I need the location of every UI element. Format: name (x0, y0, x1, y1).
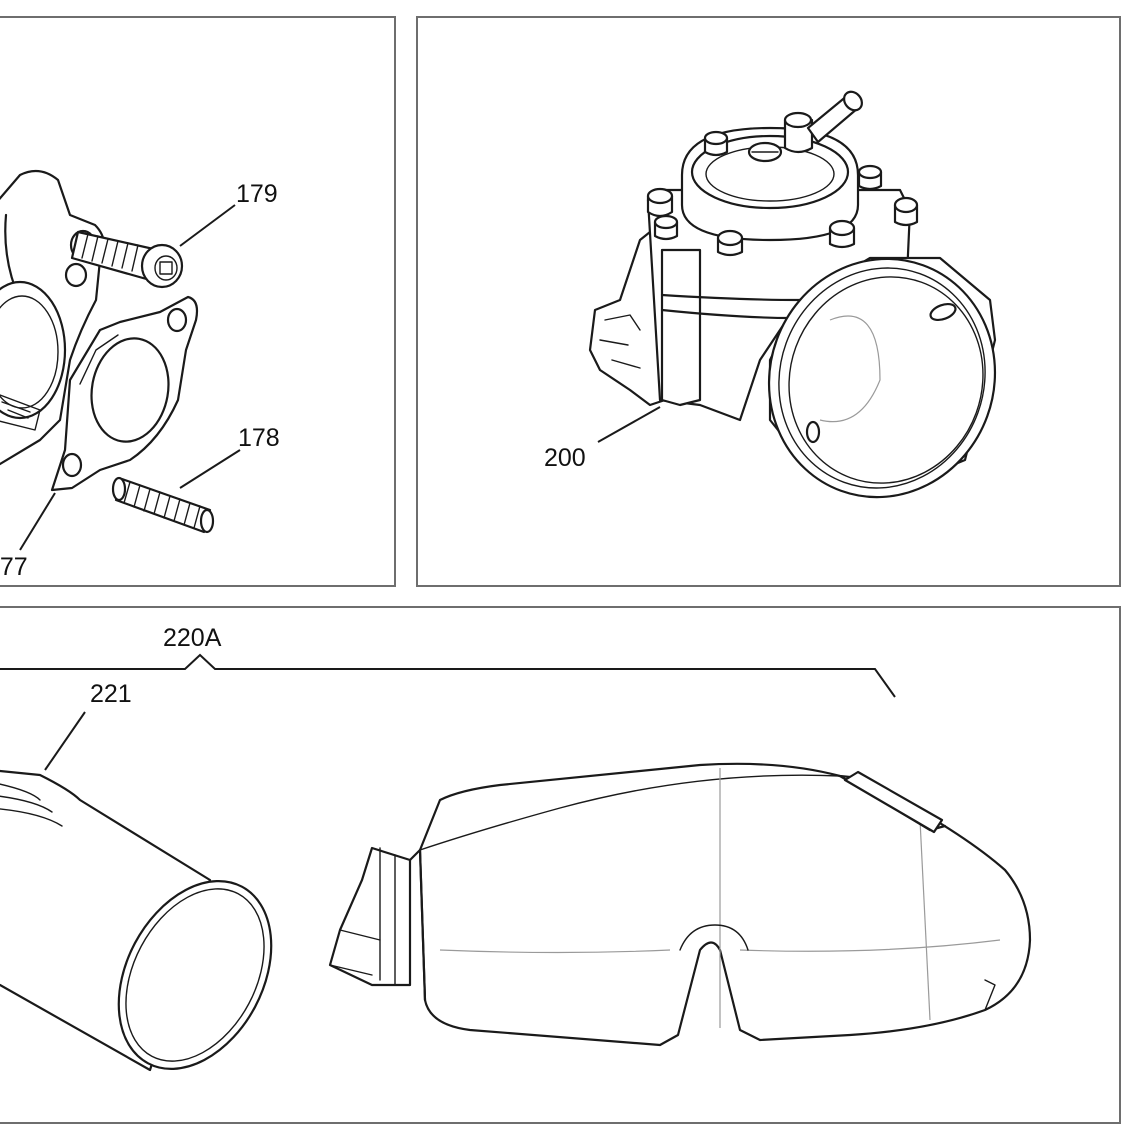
callout-220a: 220A (163, 624, 222, 652)
intake-silencer-drawing (328, 762, 1032, 1047)
callout-178: 178 (238, 424, 280, 452)
socket-bolt-drawing (70, 230, 184, 289)
leader-179 (179, 204, 236, 247)
panel-carburetor-frame (416, 16, 1121, 587)
gasket-drawing (50, 295, 199, 492)
panel-flange-frame (0, 16, 396, 587)
panel-carburetor: 200 (416, 16, 1121, 587)
leader-177 (19, 492, 56, 551)
leader-200 (597, 406, 661, 443)
panel-airbox-frame (0, 606, 1121, 1124)
panel-airbox: 220A 221 (0, 606, 1121, 1140)
stud-drawing (111, 476, 215, 534)
cover-screws (646, 130, 919, 257)
callout-200: 200 (544, 444, 586, 472)
leader-221 (44, 711, 86, 771)
callout-177: 177 (0, 553, 28, 581)
filter-element-drawing (0, 769, 273, 1072)
leader-178 (179, 449, 241, 489)
callout-179: 179 (236, 180, 278, 208)
panel-flange: 179 178 177 (0, 16, 396, 587)
callout-221: 221 (90, 680, 132, 708)
catalog-code: CAT- FX 232 (1032, 1125, 1118, 1140)
bracket-220a (0, 653, 896, 698)
carburetor-drawing (588, 90, 997, 499)
